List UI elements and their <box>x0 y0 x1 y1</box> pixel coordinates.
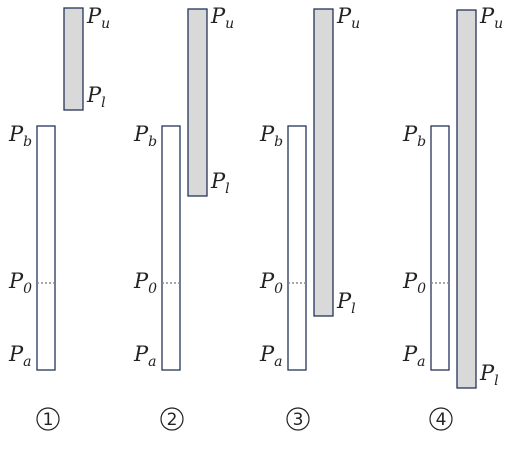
panel-2-label-pb: Pb <box>133 122 157 150</box>
panel-4-label-pb: Pb <box>402 122 426 150</box>
panel-3-label-pa: Pa <box>259 342 283 370</box>
panel-3: Pu Pl Pb P0 Pa 3 <box>259 4 360 431</box>
panel-3-number-badge: 3 <box>286 407 310 431</box>
panel-1-grey-bar <box>63 7 84 111</box>
panel-4-label-pu: Pu <box>479 4 503 32</box>
panel-3-label-pu: Pu <box>336 4 360 32</box>
panel-4-white-bar <box>430 125 450 371</box>
panel-2-number: 2 <box>167 410 178 430</box>
panel-1-label-pb: Pb <box>8 122 32 150</box>
panel-1-number: 1 <box>43 410 54 430</box>
panel-3-label-pl: Pl <box>336 289 356 317</box>
panel-2-label-pl: Pl <box>210 169 230 197</box>
panel-4-label-pa: Pa <box>402 342 426 370</box>
panel-3-label-pb: Pb <box>259 122 283 150</box>
panel-1-number-badge: 1 <box>36 407 60 431</box>
panel-2-label-pa: Pa <box>133 342 157 370</box>
panel-2-grey-bar <box>187 8 208 197</box>
panel-1-label-pu: Pu <box>86 4 110 32</box>
panel-4-grey-bar <box>456 9 477 389</box>
panel-3-label-p0: P0 <box>259 269 283 297</box>
panel-3-number: 3 <box>293 410 304 430</box>
panel-4-number: 4 <box>436 410 447 430</box>
panel-2-number-badge: 2 <box>160 407 184 431</box>
panel-2-label-pu: Pu <box>210 4 234 32</box>
panel-1-white-bar <box>36 125 56 371</box>
panel-2-white-bar <box>161 125 181 371</box>
panel-1-label-pa: Pa <box>8 342 32 370</box>
panel-4-label-pl: Pl <box>479 361 499 389</box>
panel-4-number-badge: 4 <box>429 407 453 431</box>
panel-2: Pu Pl Pb P0 Pa 2 <box>133 4 234 431</box>
panel-1-label-pl: Pl <box>86 83 106 111</box>
panel-3-white-bar <box>287 125 307 371</box>
panel-2-label-p0: P0 <box>133 269 157 297</box>
panel-4: Pu Pl Pb P0 Pa 4 <box>402 4 503 431</box>
panel-1-label-p0: P0 <box>8 269 32 297</box>
panel-3-grey-bar <box>313 8 334 317</box>
panel-1: Pu Pl Pb P0 Pa 1 <box>8 4 110 431</box>
panel-4-label-p0: P0 <box>402 269 426 297</box>
